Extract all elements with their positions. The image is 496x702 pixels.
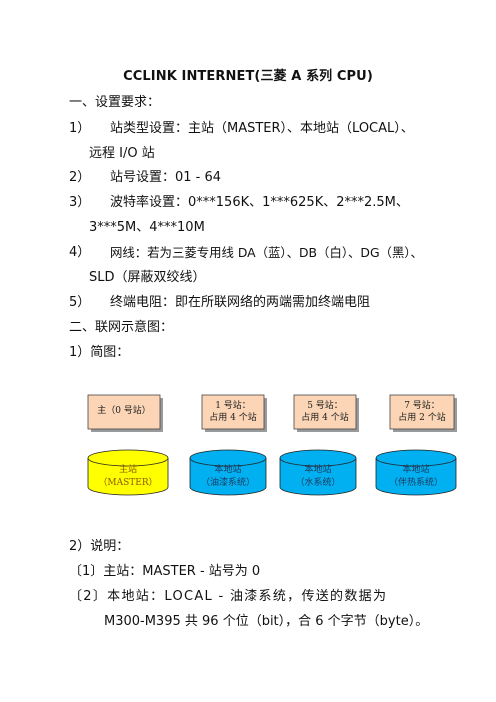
box-label-line: 占用 2 个站 (398, 413, 446, 423)
item-text-continued: 3***5M、4***10M (89, 220, 205, 235)
explain-item: 〔2〕本地站：LOCAL - 油漆系统，传送的数据为 (69, 589, 388, 604)
cylinder-label-line: 本地站 (214, 465, 242, 475)
cylinder-label-line: （MASTER） (98, 478, 158, 488)
item-number: 1） (69, 121, 91, 136)
cylinder-label-master: 主站 （MASTER） (88, 464, 168, 490)
item-text-continued: SLD（屏蔽双绞线） (89, 270, 206, 285)
box-label-line: 占用 4 个站 (301, 413, 349, 423)
sub-heading-diagram: 1）简图： (69, 345, 130, 360)
explain-item-continued: M300-M395 共 96 个位（bit），合 6 个字节（byte）。 (104, 614, 429, 629)
page-title: CCLINK INTERNET(三菱 A 系列 CPU) (123, 69, 373, 84)
station-box-label: 7 号站： 占用 2 个站 (390, 400, 454, 424)
cylinder-label-line: （油漆系统） (200, 478, 255, 488)
section-heading-network: 二、联网示意图： (69, 320, 174, 335)
box-label-line: 1 号站： (215, 401, 251, 411)
item-number: 5） (69, 295, 91, 310)
item-text: 站类型设置：主站（MASTER）、本地站（LOCAL）、 (110, 121, 414, 136)
section-heading-requirements: 一、设置要求： (69, 95, 161, 110)
item-text: 站号设置：01 - 64 (110, 170, 222, 185)
sub-heading-explain: 2）说明： (69, 539, 130, 554)
cylinder-label-local-water: 本地站 （水系统） (280, 464, 356, 490)
box-label-line: 主（0 号站） (97, 406, 151, 416)
cylinder-label-line: 本地站 (402, 465, 430, 475)
box-label-line: 7 号站： (404, 401, 440, 411)
item-number: 4） (69, 245, 91, 260)
item-text: 波特率设置：0***156K、1***625K、2***2.5M、 (110, 195, 409, 210)
item-number: 3） (69, 195, 91, 210)
station-box-label: 5 号站： 占用 4 个站 (294, 400, 356, 424)
item-text: 网线：若为三菱专用线 DA（蓝）、DB（白）、DG（黑）、 (110, 245, 423, 260)
explain-item: 〔1〕主站：MASTER - 站号为 0 (69, 564, 261, 579)
item-text: 终端电阻：即在所联网络的两端需加终端电阻 (110, 295, 371, 310)
box-label-line: 占用 4 个站 (209, 413, 257, 423)
station-box-label: 1 号站： 占用 4 个站 (202, 400, 264, 424)
cylinder-label-local-paint: 本地站 （油漆系统） (190, 464, 266, 490)
cylinder-label-local-heat: 本地站 （伴热系统） (376, 464, 456, 490)
cylinder-label-line: 本地站 (304, 465, 332, 475)
item-text-continued: 远程 I/O 站 (89, 146, 155, 161)
station-box-label: 主（0 号站） (88, 405, 160, 417)
cylinder-label-line: （伴热系统） (388, 478, 443, 488)
box-label-line: 5 号站： (307, 401, 343, 411)
cylinder-label-line: 主站 (118, 465, 137, 475)
item-number: 2） (69, 170, 91, 185)
cylinder-label-line: （水系统） (295, 478, 341, 488)
